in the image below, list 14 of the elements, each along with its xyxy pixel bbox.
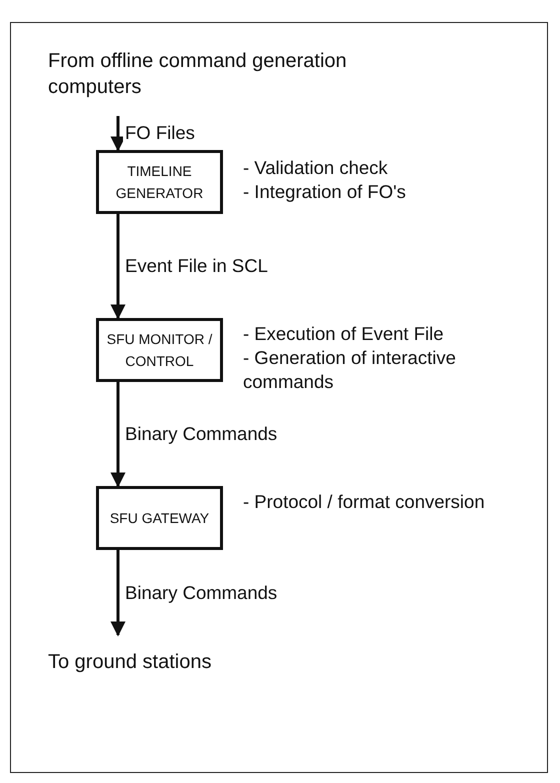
process-box: SFU MONITOR / CONTROL	[96, 318, 223, 382]
bullet-note: - Validation check	[243, 156, 389, 180]
arrow	[110, 550, 126, 636]
arrow	[110, 116, 126, 152]
bullet-note: - Protocol / format conversion	[243, 490, 486, 514]
process-box: SFU GATEWAY	[96, 486, 223, 550]
flow-text: From offline command generation computers	[48, 48, 348, 110]
arrow	[110, 382, 126, 488]
flow-text: To ground stations	[48, 649, 308, 679]
bullet-note: - Execution of Event File	[243, 322, 445, 346]
arrow	[110, 214, 126, 320]
bullet-note: - Integration of FO's	[243, 180, 407, 204]
process-box: TIMELINE GENERATOR	[96, 150, 223, 214]
bullet-note: - Generation of interactive commands	[243, 346, 457, 394]
